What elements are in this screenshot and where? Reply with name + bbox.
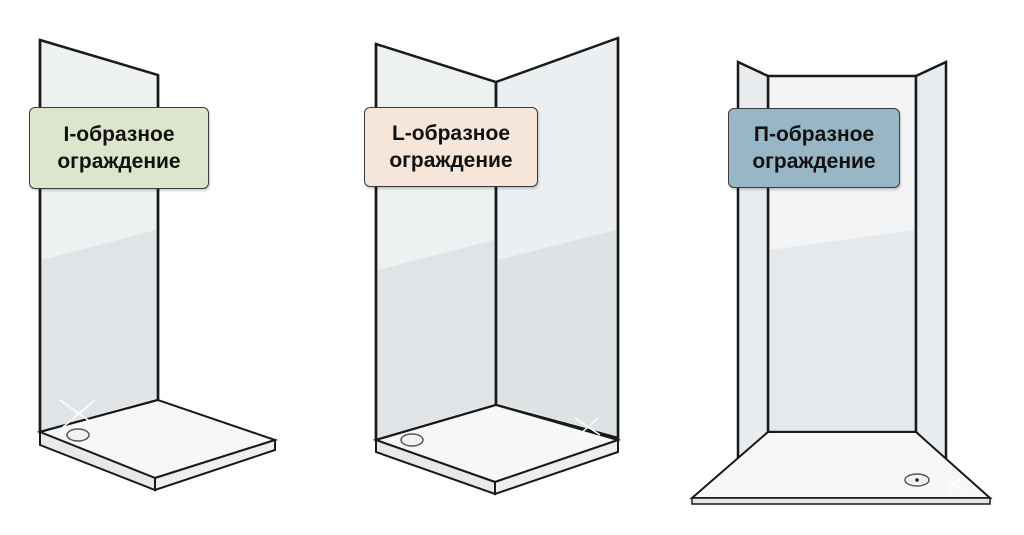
panel-shade xyxy=(42,230,156,430)
sparkle-icon xyxy=(59,399,96,429)
label-line-1: П-образное xyxy=(753,122,875,146)
drain-icon xyxy=(66,428,90,442)
label-line-2: ограждение xyxy=(389,149,513,172)
l-shaped-label: L-образное ограждение xyxy=(364,107,538,187)
drain-icon xyxy=(400,433,424,447)
label-line-1: L-образное xyxy=(391,121,510,145)
label-line-2: ограждение xyxy=(57,150,181,173)
sparkle-icon xyxy=(944,475,966,495)
sparkle-icon xyxy=(574,417,601,437)
label-line-2: ограждение xyxy=(752,150,876,173)
right-side-panel xyxy=(914,60,948,466)
u-shaped-label: П-образное ограждение xyxy=(728,108,900,188)
i-shaped-label: I-образное ограждение xyxy=(29,107,209,189)
label-line-1: I-образное xyxy=(63,122,175,146)
shower-tray-side xyxy=(691,497,991,505)
